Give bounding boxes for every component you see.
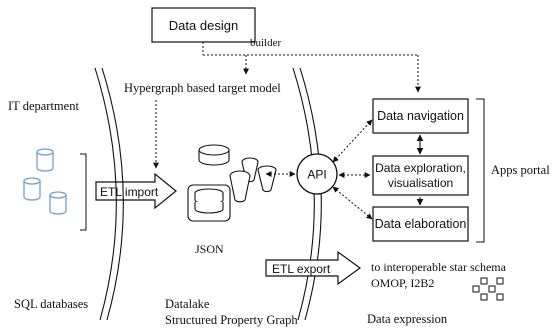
datalake-label: Datalake (165, 297, 210, 311)
data-exploration-box: Data exploration, visualisation (372, 155, 469, 196)
data-expression-label: Data expression (367, 312, 448, 326)
apps-portal-label: Apps portal (491, 163, 550, 177)
etl-import-label: ETL import (100, 185, 159, 199)
data-design-label: Data design (169, 18, 238, 33)
hypergraph-model-label: Hypergraph based target model (124, 81, 281, 95)
data-navigation-box: Data navigation (372, 98, 469, 134)
data-exploration-label-line2: visualisation (388, 176, 453, 190)
api-apps-connectors (332, 119, 373, 220)
json-document-icon (187, 144, 277, 222)
database-icon (23, 148, 67, 215)
star-schema-icon (472, 277, 504, 301)
etl-export-label: ETL export (272, 262, 331, 276)
boundary-arcs (94, 67, 322, 321)
it-department-label: IT department (8, 99, 79, 113)
etl-export-arrow: ETL export (265, 250, 362, 286)
structured-property-graph-label: Structured Property Graph (165, 313, 298, 327)
sql-bracket (80, 153, 87, 231)
data-elaboration-label: Data elaboration (375, 217, 467, 231)
api-label: API (307, 168, 326, 182)
omop-i2b2-label: OMOP, I2B2 (371, 276, 434, 290)
data-navigation-label: Data navigation (377, 109, 464, 123)
interoperable-star-schema-label: to interoperable star schema (371, 260, 507, 274)
api-node: API (296, 153, 338, 195)
data-design-box: Data design (151, 7, 256, 43)
sql-databases-label: SQL databases (14, 297, 88, 311)
apps-portal-bracket (476, 98, 485, 243)
etl-import-arrow: ETL import (95, 172, 177, 210)
builder-label: builder (250, 37, 281, 49)
json-label: JSON (195, 242, 224, 256)
builder-connector (202, 42, 421, 93)
data-elaboration-box: Data elaboration (372, 206, 469, 242)
data-exploration-label-line1: Data exploration, (375, 161, 466, 175)
